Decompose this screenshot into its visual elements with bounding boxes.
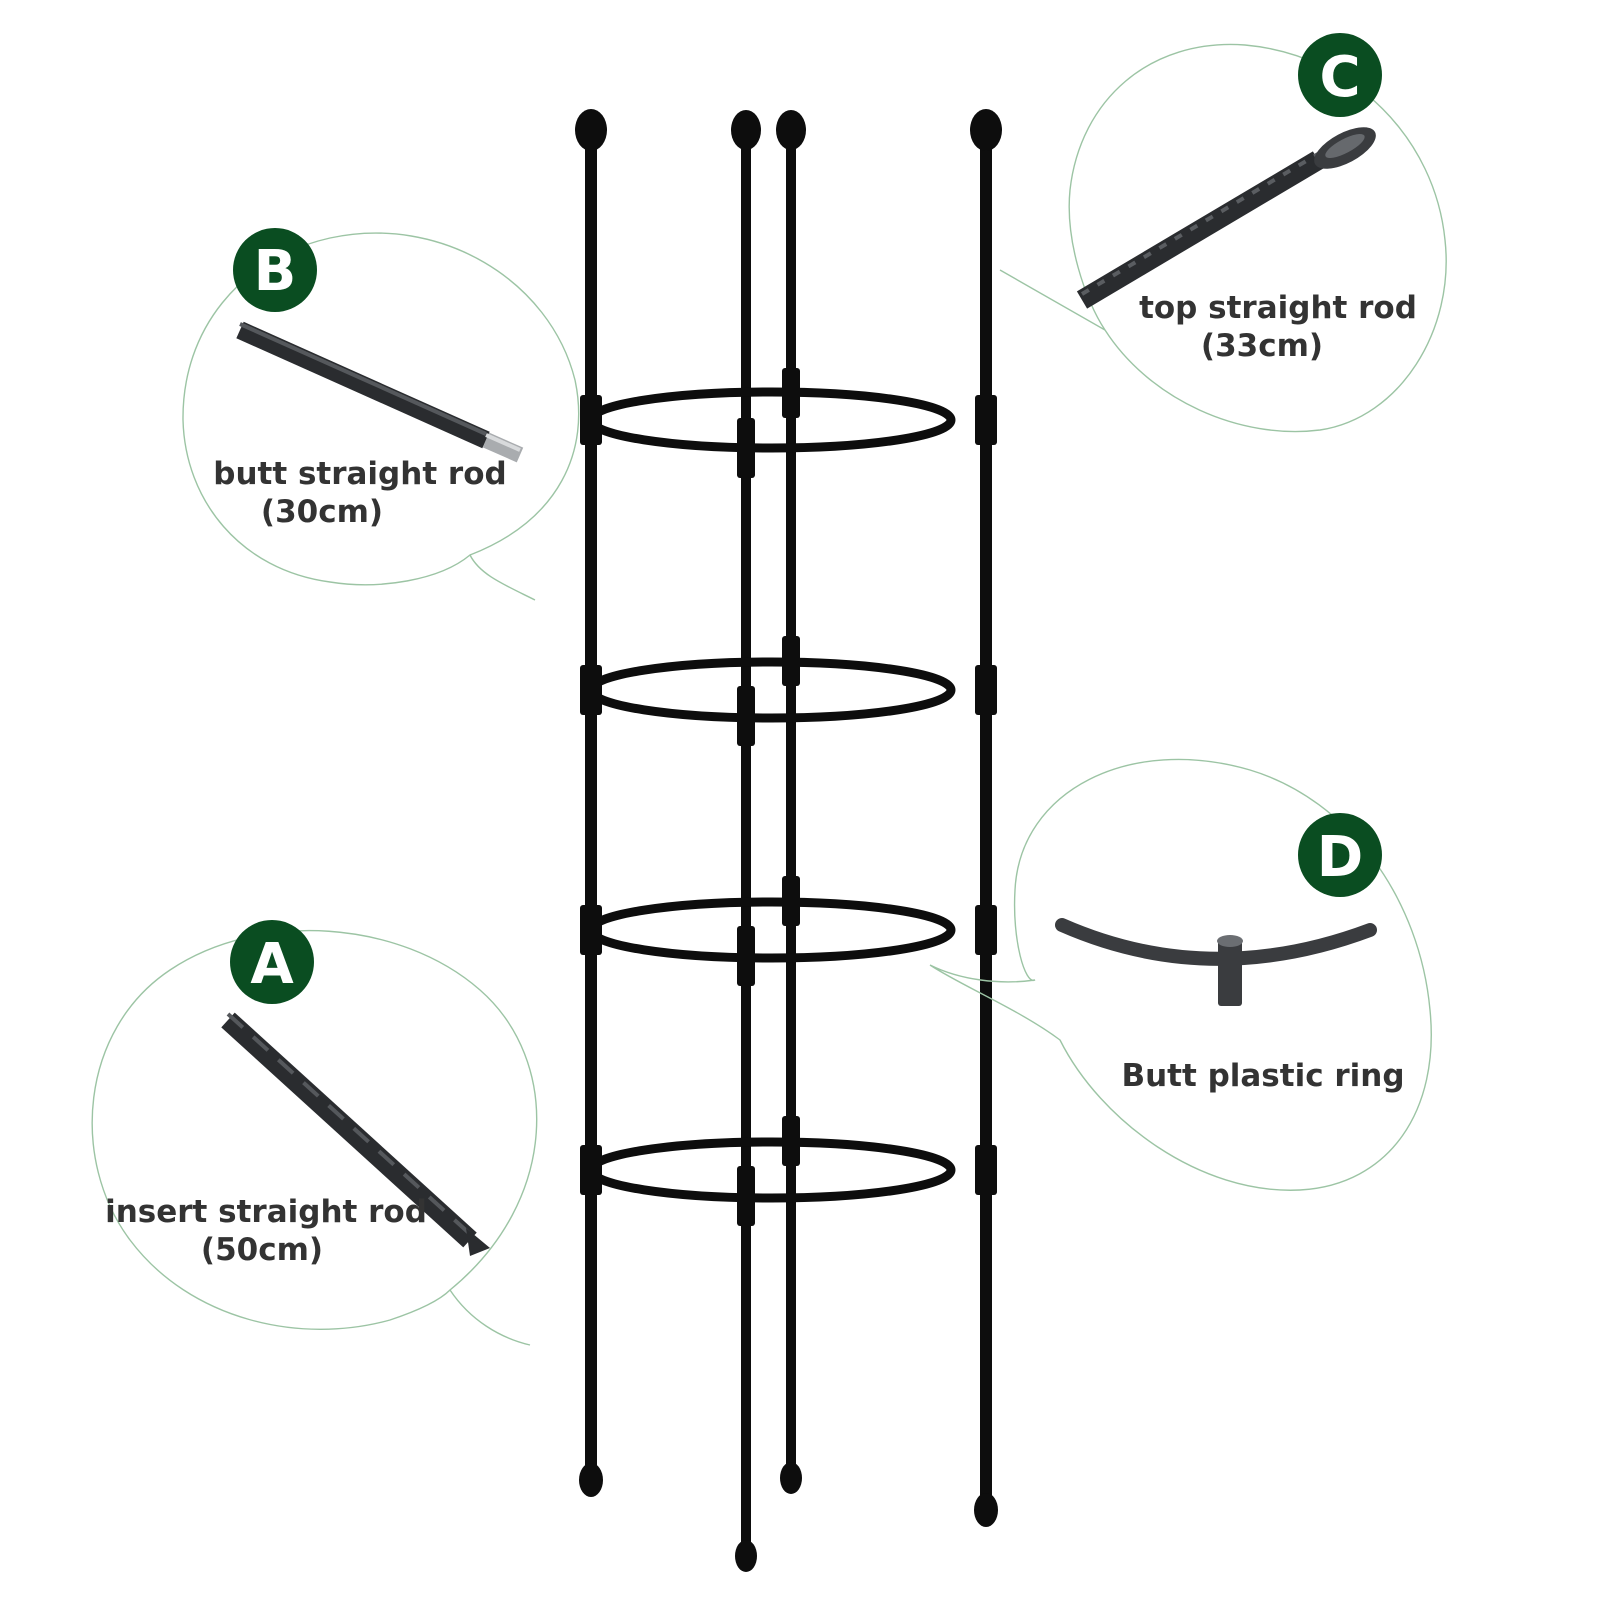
speech-bubble-c bbox=[999, 43, 1447, 433]
label-d-name: Butt plastic ring bbox=[1121, 1058, 1404, 1094]
badge-b-letter: B bbox=[254, 239, 297, 304]
rod-a-image bbox=[221, 1012, 490, 1256]
callout-d: D Butt plastic ring bbox=[929, 758, 1432, 1191]
badge-d bbox=[1298, 813, 1382, 897]
trellis-tower bbox=[575, 109, 1002, 1572]
label-b-name: butt straight rod bbox=[213, 456, 506, 492]
badge-a bbox=[230, 920, 314, 1004]
speech-bubble-d bbox=[929, 758, 1432, 1191]
rod-c-image bbox=[1076, 127, 1376, 309]
badge-b bbox=[233, 228, 317, 312]
label-c-name: top straight rod bbox=[1139, 290, 1417, 326]
back-stakes bbox=[731, 110, 806, 1572]
front-stakes bbox=[575, 109, 1002, 1527]
label-a-size: (50cm) bbox=[201, 1232, 323, 1268]
ring-3 bbox=[586, 897, 956, 963]
ring-part-d-image bbox=[1055, 918, 1377, 1006]
badge-c-letter: C bbox=[1319, 45, 1360, 110]
callout-b: B butt straight rod (30cm) bbox=[182, 228, 580, 601]
rod-b-image bbox=[236, 321, 524, 463]
badge-d-letter: D bbox=[1317, 825, 1363, 890]
label-c-size: (33cm) bbox=[1201, 328, 1323, 364]
speech-bubble-a bbox=[91, 929, 538, 1346]
badge-c bbox=[1298, 33, 1382, 117]
ring-1 bbox=[586, 387, 956, 453]
back-connectors bbox=[737, 368, 800, 1226]
label-b-size: (30cm) bbox=[261, 494, 383, 530]
label-a-name: insert straight rod bbox=[105, 1194, 427, 1230]
ring-2 bbox=[586, 657, 956, 723]
ring-4 bbox=[586, 1137, 956, 1203]
support-rings bbox=[586, 387, 956, 1203]
speech-bubble-b bbox=[182, 232, 580, 601]
badge-a-letter: A bbox=[250, 932, 294, 997]
callout-a: A insert straight rod (50cm) bbox=[91, 920, 538, 1346]
callout-c: C top straight rod (33cm) bbox=[999, 33, 1447, 433]
